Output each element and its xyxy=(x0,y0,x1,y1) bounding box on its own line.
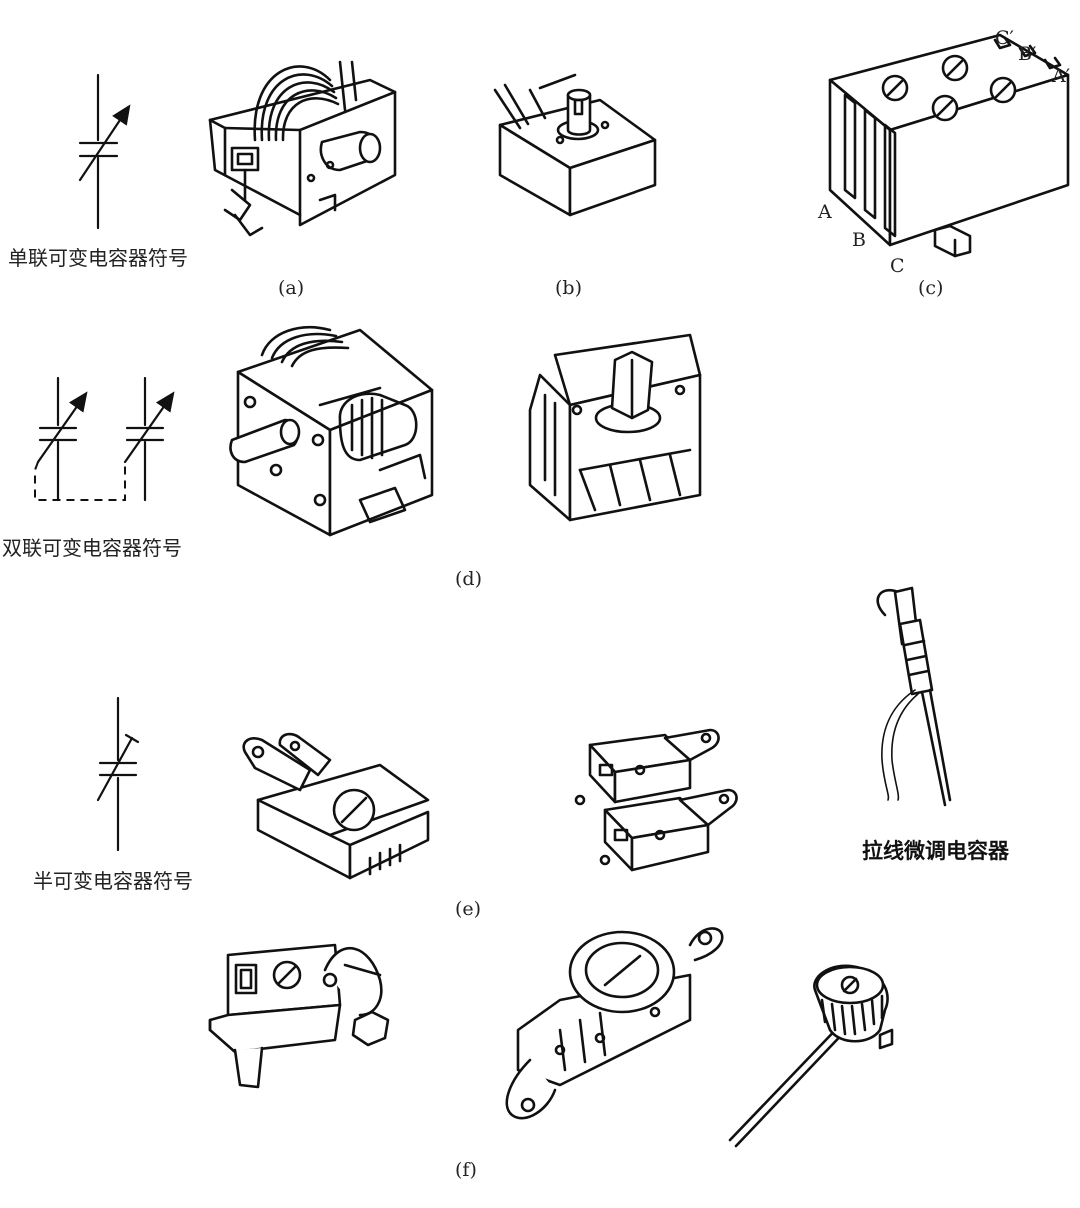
needle-trimmer-capacitor-drawing xyxy=(728,964,894,1148)
single-gang-symbol-label: 单联可变电容器符号 xyxy=(8,246,188,270)
dual-gang-air-capacitor-drawing xyxy=(229,326,434,537)
ceramic-trimmer-capacitor-drawing xyxy=(242,732,430,880)
wire-trimmer-capacitor-drawing xyxy=(876,586,952,807)
polyvaris-capacitor-drawing xyxy=(493,73,657,217)
pin-label-b: B xyxy=(852,229,866,251)
pin-label-a: A xyxy=(817,201,832,223)
single-gang-air-capacitor-drawing xyxy=(208,60,397,237)
block-variable-capacitor-drawing xyxy=(828,33,1070,258)
pin-label-c: C xyxy=(890,255,905,277)
wire-trimmer-label: 拉线微调电容器 xyxy=(862,839,1010,863)
caption-c: (c) xyxy=(918,277,943,299)
caption-e: (e) xyxy=(455,898,481,920)
round-trimmer-capacitor-drawing xyxy=(505,927,724,1120)
single-gang-variable-capacitor-symbol xyxy=(78,73,131,230)
film-trimmer-capacitor-drawing xyxy=(208,943,390,1089)
dual-gang-symbol-label: 双联可变电容器符号 xyxy=(2,536,182,560)
caption-a: (a) xyxy=(278,277,304,299)
semi-variable-symbol-label: 半可变电容器符号 xyxy=(33,869,193,893)
pin-label-b-prime: B′ xyxy=(1018,43,1036,65)
semi-variable-capacitor-symbol xyxy=(96,696,140,852)
caption-d: (d) xyxy=(455,568,482,590)
dual-gang-variable-capacitor-symbol xyxy=(34,376,175,502)
pin-label-a-prime: A′ xyxy=(1051,65,1070,87)
pin-label-c-prime: C′ xyxy=(995,27,1014,49)
caption-b: (b) xyxy=(555,277,582,299)
dual-trimmer-capacitor-drawing xyxy=(574,728,738,872)
square-rotary-capacitor-drawing xyxy=(528,333,702,522)
caption-f: (f) xyxy=(455,1159,477,1181)
